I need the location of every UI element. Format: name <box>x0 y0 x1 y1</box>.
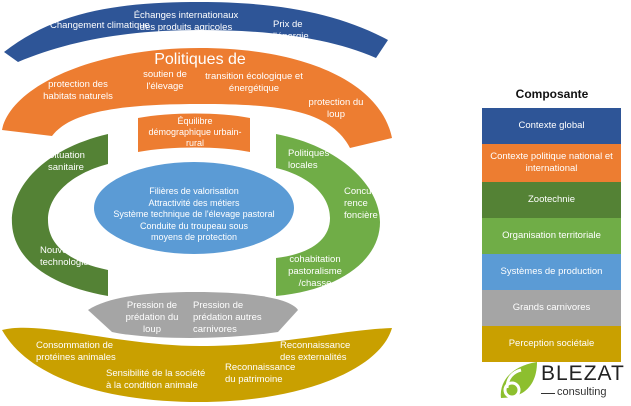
legend-item-contexte-politique: Contexte politique national et internati… <box>482 144 621 182</box>
legend-title: Composante <box>515 87 589 101</box>
shape-grands-carnivores <box>88 292 298 338</box>
box-equilibre <box>138 113 250 152</box>
label-situation-sanitaire: Situation sanitaire <box>48 150 85 173</box>
label-conduite-troupeau: Conduite du troupeau sous moyens de prot… <box>139 220 249 243</box>
arc-zootechnie <box>11 134 108 296</box>
label-filieres: Filières de valorisation <box>149 186 239 196</box>
label-politiques-locales: Politiques locales <box>288 148 330 171</box>
legend-item-systemes-production: Systèmes de production <box>482 254 621 290</box>
label-transition-ecologique: transition écologique et énergétique <box>205 71 303 94</box>
ring-perception-societale <box>2 327 392 402</box>
label-protection-habitats: protection des habitats naturels <box>43 79 113 102</box>
logo-name: BLEZAT <box>541 362 625 385</box>
label-reconnaissance-externalites: Reconnaissance des externalités <box>280 340 351 363</box>
label-soutien-elevage: soutien de l'élevage <box>143 69 187 92</box>
legend-item-organisation-territoriale: Organisation territoriale <box>482 218 621 254</box>
label-consommation-proteines: Consommation de protéines animales <box>36 340 116 363</box>
label-reconnaissance-patrimoine: Reconnaissance du patrimoine <box>225 362 296 385</box>
label-concurrence-fonciere: Concur-rence foncière <box>344 186 378 221</box>
label-prix-energie: Prix de l'énergie <box>273 19 309 42</box>
ring-contexte-global <box>4 2 388 62</box>
legend-item-perception-societale: Perception sociétale <box>482 326 621 362</box>
label-echanges-internationaux: Échanges internationaux des produits agr… <box>133 10 239 33</box>
blezat-logo: BLEZAT consulting <box>497 360 627 404</box>
logo-sub: consulting <box>557 386 607 398</box>
label-predation-loup: Pression de prédation du loup <box>125 300 179 335</box>
arc-organisation-territoriale <box>276 134 380 296</box>
label-protection-loup: protection du loup <box>308 97 364 120</box>
label-systeme-technique: Système technique de l'élevage pastoral <box>113 209 275 219</box>
label-changement-climatique: Changement climatique <box>50 20 150 31</box>
legend: Contexte global Contexte politique natio… <box>482 108 621 362</box>
label-nouvelles-technologies: Nouvelles technologies <box>40 245 94 268</box>
production-list: Filières de valorisation Attractivité de… <box>104 186 284 244</box>
ellipse-systemes-production <box>94 162 294 254</box>
label-politiques-de: Politiques de <box>154 51 246 68</box>
label-predation-autres: Pression de prédation autres carnivores <box>193 300 262 335</box>
label-cohabitation: cohabitation pastoralisme /chasse <box>288 254 342 289</box>
label-equilibre-demographique: Équilibre démographique urbain-rural <box>148 116 242 148</box>
logo-divider <box>541 393 555 394</box>
legend-item-contexte-global: Contexte global <box>482 108 621 144</box>
legend-item-grands-carnivores: Grands carnivores <box>482 290 621 326</box>
legend-item-zootechnie: Zootechnie <box>482 182 621 218</box>
logo-leaf-icon <box>500 362 537 399</box>
ring-contexte-politique <box>2 48 392 148</box>
label-attractivite: Attractivité des métiers <box>148 197 240 208</box>
label-sensibilite-societe: Sensibilité de la société à la condition… <box>106 368 206 391</box>
